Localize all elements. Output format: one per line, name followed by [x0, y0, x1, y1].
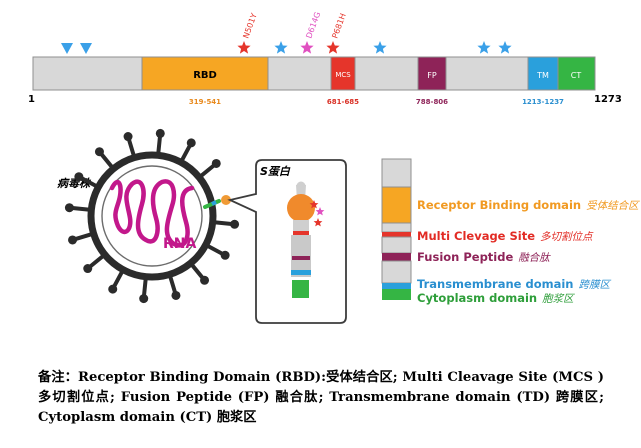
domain-fp-block [417, 56, 447, 91]
virus-spike-head [64, 203, 74, 213]
legend-item-mcs: Multi Clevage Site 多切割位点 [417, 229, 593, 244]
virus-spike-head [200, 275, 210, 285]
triangle-marker-icon [61, 43, 73, 54]
star-marker-icon [477, 41, 491, 54]
star-marker-icon [300, 41, 314, 54]
domain-mcs-range: 681-685 [327, 98, 359, 106]
legend-tm-zh: 跨膜区 [578, 279, 610, 291]
legend-fp-zh: 融合肽 [518, 252, 550, 264]
legend-column [381, 158, 412, 300]
rna-label: RNA [163, 236, 196, 252]
virus-spike-head [171, 290, 181, 300]
domain-tm-range: 1213-1237 [522, 98, 564, 106]
domain-mcs-label: MCS [335, 71, 351, 79]
virus-spike-head [94, 147, 104, 157]
legend-ct-en: Cytoplasm domain [417, 291, 538, 305]
legend-ct-zh: 胞浆区 [542, 293, 574, 305]
legend-rbd-zh: 受体结合区 [586, 200, 639, 212]
star-marker-icon [237, 41, 251, 54]
highlighted-spike-icon [203, 195, 231, 209]
virus-spike-head [83, 264, 93, 274]
virus-spike-head [155, 128, 165, 138]
legend-tm-en: Transmembrane domain [417, 277, 574, 291]
virus-spike-head [68, 235, 78, 245]
figure-caption: 备注：Receptor Binding Domain (RBD):受体结合区; … [38, 370, 604, 425]
s-protein-callout [227, 159, 347, 324]
legend-mcs-zh: 多切割位点 [540, 231, 593, 243]
domain-rbd-range: 319-541 [189, 98, 221, 106]
virus-spike-head [74, 172, 84, 182]
legend-fp-en: Fusion Peptide [417, 250, 514, 264]
legend-item-rbd: Receptor Binding domain 受体结合区 [417, 198, 639, 213]
legend-item-fp: Fusion Peptide 融合肽 [417, 250, 550, 265]
mutation-label-d614g: D614G [304, 11, 322, 40]
virus-spike-head [139, 294, 149, 304]
legend-item-ct: Cytoplasm domain 胞浆区 [417, 291, 574, 306]
bar-markers [61, 41, 512, 54]
s-protein-structure-icon [287, 181, 325, 298]
s-protein-title: S蛋白 [260, 165, 291, 178]
mutation-label-n501y: N501Y [241, 12, 258, 40]
domain-fp-range: 788-806 [416, 98, 448, 106]
virus-spike-head [186, 138, 196, 148]
domain-ct-block [557, 56, 596, 91]
domain-rbd-block [141, 56, 269, 91]
virus-spike-head [123, 132, 133, 142]
mutation-label-p681h: P681H [330, 12, 347, 40]
star-marker-icon [274, 41, 288, 54]
virus-spike-head [220, 250, 230, 260]
bar-end-label: 1273 [594, 94, 622, 105]
legend-rbd-en: Receptor Binding domain [417, 198, 582, 212]
domain-tm-label: TM [536, 71, 549, 80]
triangle-marker-icon [80, 43, 92, 54]
domain-ct-label: CT [571, 71, 582, 80]
virus-body [87, 151, 217, 281]
virus-spike-head [108, 284, 118, 294]
rna-strand-icon [109, 179, 195, 248]
legend-mcs-en: Multi Clevage Site [417, 229, 536, 243]
star-marker-icon [326, 41, 340, 54]
legend-item-tm: Transmembrane domain 跨膜区 [417, 277, 610, 292]
bar-start-label: 1 [28, 94, 35, 105]
domain-mcs-block [330, 56, 356, 91]
bar-background [32, 56, 596, 91]
domain-rbd-label: RBD [193, 70, 217, 81]
virus-spike-head [230, 219, 240, 229]
domain-fp-label: FP [427, 71, 437, 80]
star-marker-icon [498, 41, 512, 54]
star-marker-icon [373, 41, 387, 54]
virus-spike-head [211, 158, 221, 168]
domain-tm-block [527, 56, 559, 91]
protein-domain-bar: RBD MCS FP TM CT 319-541 681-685 788-806… [32, 56, 596, 106]
